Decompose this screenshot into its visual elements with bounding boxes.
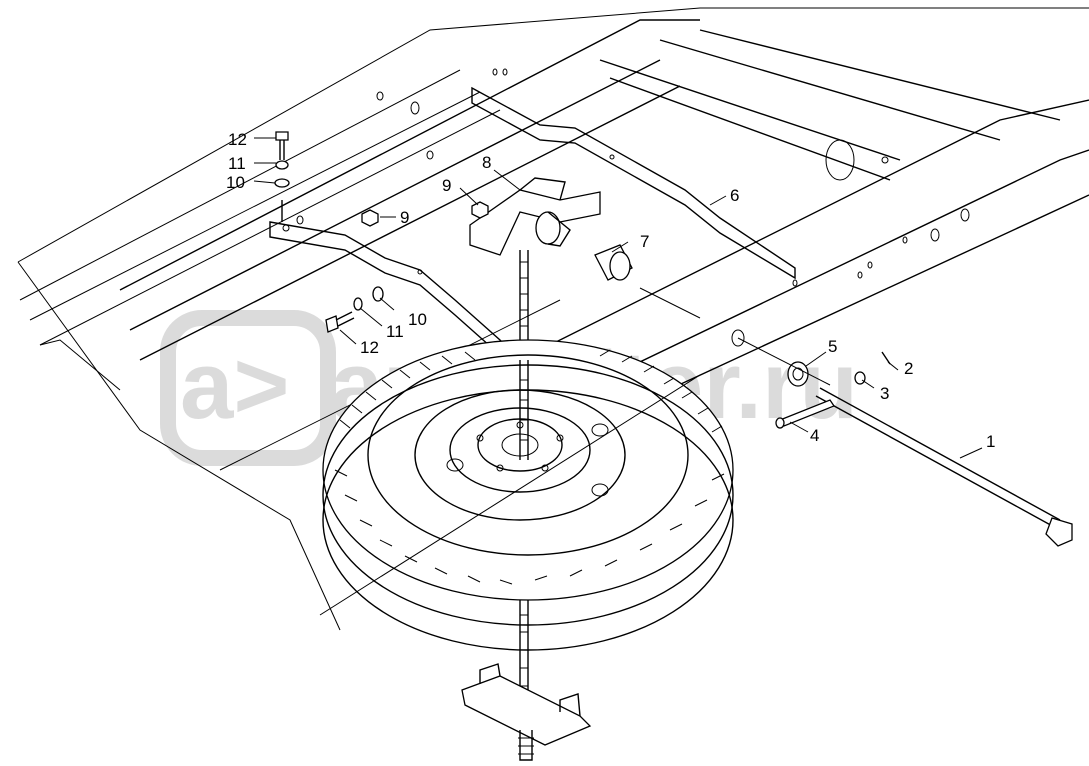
lock-washer-11-top [275, 160, 289, 170]
callout-12-top: 12 [228, 130, 247, 149]
nut-9-left [361, 209, 379, 227]
callout-4: 4 [810, 426, 819, 445]
chain-upper [519, 250, 529, 350]
washer-10-top [274, 178, 290, 188]
callout-1: 1 [986, 432, 995, 451]
cross-member [599, 29, 1061, 181]
watermark-logo-frame [160, 310, 336, 466]
callout-3: 3 [880, 384, 889, 403]
callout-11-bottom: 11 [386, 322, 404, 341]
callout-6: 6 [730, 186, 739, 205]
washer-3 [854, 371, 866, 385]
callout-9-left: 9 [400, 208, 409, 227]
callout-8: 8 [482, 153, 491, 172]
callout-10-bottom: 10 [408, 310, 427, 329]
lock-washer-11-bottom [353, 297, 363, 311]
callout-10-top: 10 [226, 173, 245, 192]
bolt-12-top [275, 131, 289, 160]
chain-lower [519, 600, 529, 700]
callout-5: 5 [828, 337, 837, 356]
pin-4 [775, 399, 835, 429]
callout-12-bottom: 12 [360, 338, 379, 357]
chain-middle [519, 360, 529, 460]
winch-rod-1 [815, 387, 1073, 547]
hanger-bracket-8 [469, 177, 601, 256]
tire-tread [334, 349, 725, 585]
support-bracket-6 [471, 86, 796, 280]
bushing-7 [535, 211, 633, 281]
callout-11-top: 11 [228, 154, 246, 173]
callout-labels: 1 2 3 4 5 6 7 8 9 9 10 10 11 11 12 12 [226, 130, 995, 451]
lower-carrier-plate [461, 663, 592, 761]
watermark-logo: a> [180, 332, 289, 439]
callout-2: 2 [904, 359, 913, 378]
nut-9-upper [471, 201, 489, 219]
washer-10-bottom [372, 286, 384, 302]
callout-7: 7 [640, 232, 649, 251]
left-frame-rail [119, 19, 700, 361]
bolt-12-bottom [325, 311, 355, 333]
leader-lines [253, 137, 983, 616]
callout-9-upper: 9 [442, 176, 451, 195]
